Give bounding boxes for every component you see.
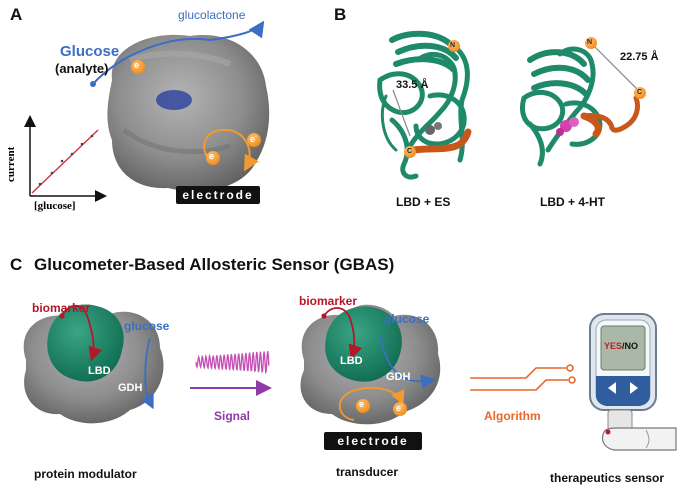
glucose-label: glucose [124,319,170,333]
electron-icon [356,399,370,413]
finger [601,427,677,451]
electron-label: e- [250,134,257,144]
electron-charge: - [401,403,404,409]
calibration-graph [24,115,107,202]
electron-transfer-arrow [203,128,259,172]
analyte-note: (analyte) [55,61,109,76]
biomarker-arrow [61,304,103,362]
meter-yes: YES [604,341,623,351]
n-terminus-marker [448,40,460,52]
caption-transducer: transducer [336,465,399,479]
gdh-label: GDH [118,382,143,394]
electron-charge: - [255,134,258,140]
meter-readout: YES/NO [604,342,638,351]
c-terminus-marker [404,146,416,158]
glucose-arrow [140,337,154,410]
n-terminus-marker [585,37,597,49]
lbd-label: LBD [340,355,363,367]
algorithm-label: Algorithm [484,409,541,423]
glucose-label: glucose [384,312,430,326]
c-terminus-label: C [407,148,413,155]
glucose-to-glucolactone-arrow [92,20,265,85]
lbd-domain [325,306,402,382]
n-terminus-label: N [587,39,593,46]
electron-symbol: e [134,60,140,70]
protein-modulator-complex [23,304,164,424]
electron-label: e [359,400,364,409]
electron-transfer-arrow [339,387,405,421]
n-terminus-label: N [450,42,456,49]
distance-label-right: 22.75 Å [620,51,659,63]
signal-label: Signal [214,409,251,423]
biomarker-dot [321,313,327,319]
caption-lbd-4ht: LBD + 4-HT [540,195,606,209]
meter-no: NO [624,341,639,351]
electron-icon [247,133,261,147]
glucolactone-label: glucolactone [178,8,246,22]
caption-therapeutics-sensor: therapeutics sensor [550,471,665,485]
glucometer-device [589,313,657,434]
signal-waveform [195,350,270,375]
panel-label-c: C [10,255,23,274]
glucose-binding-pocket [156,90,192,110]
test-strip [607,409,633,431]
electrode-label-c: electrode [324,432,422,450]
blood-drop [605,429,611,435]
biomarker-arrow [323,307,363,360]
biomarker-dot [59,313,65,319]
electron-symbol: e [209,151,215,161]
electrode-label-a: electrode [176,186,260,204]
right-arrow-icon [630,382,638,394]
meter-sep: / [622,341,625,351]
lbd-es-ribbon [377,30,472,180]
distance-line-right [591,43,641,93]
electron-label: e [209,152,214,161]
left-arrow-icon [608,382,616,394]
caption-lbd-es: LBD + ES [396,195,451,209]
product-label: glucolactone [178,9,245,21]
biomarker-label: biomarker [299,294,358,308]
biomarker-label: biomarker [32,301,91,315]
meter-screen [600,325,646,371]
analyte-name: Glucose [60,43,120,60]
c-terminus-marker [634,87,646,99]
circuit-traces [470,364,576,391]
panel-label-a: A [10,5,23,24]
lbd-domain [47,304,124,382]
distance-line-left [392,89,411,137]
gdh-protein-surface-a [107,34,270,192]
caption-protein-modulator: protein modulator [34,467,137,481]
graph-xlabel: [glucose] [34,200,76,212]
transducer-complex [300,304,441,425]
electron-label: e- [396,403,403,413]
glucose-start-dot [90,81,96,87]
electron-symbol: e [396,403,402,413]
electron-icon [393,402,407,416]
graph-ylabel: current [5,146,17,182]
glucose-arrow [379,335,436,389]
electron-symbol: e [359,399,365,409]
gbas-title: Glucometer-Based Allosteric Sensor (GBAS… [34,255,395,274]
electron-icon [206,151,220,165]
c-terminus-label: C [637,89,643,96]
distance-label-left: 33.5 Å [396,79,429,91]
lbd-label: LBD [88,365,111,377]
lbd-4ht-ribbon [520,46,641,167]
gdh-label: GDH [386,371,411,383]
electron-label: e [134,61,139,70]
electron-icon [131,60,145,74]
panel-label-b: B [334,5,347,24]
electron-symbol: e [250,134,256,144]
